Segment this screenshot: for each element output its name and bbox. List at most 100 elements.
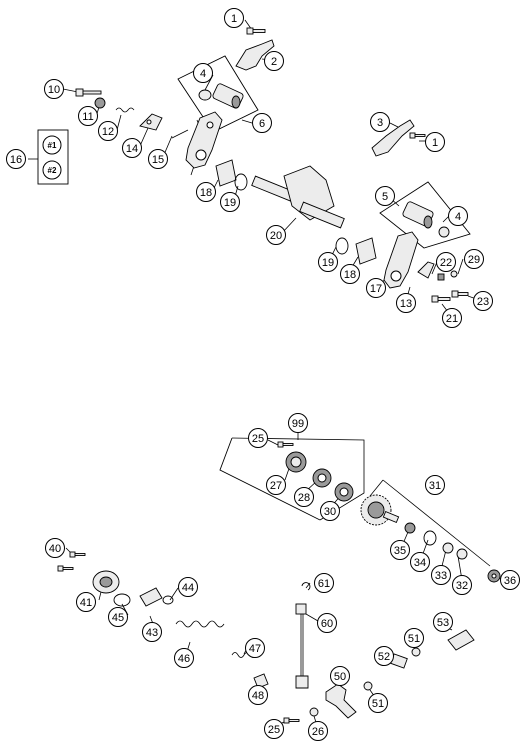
bushing-right-part xyxy=(355,237,377,265)
rod-60-part xyxy=(295,603,309,689)
svg-text:99: 99 xyxy=(292,418,304,430)
spring-46-part xyxy=(175,620,225,628)
callout-number: 10 xyxy=(44,79,64,99)
bolt-40-part xyxy=(57,551,86,572)
bushing-part xyxy=(215,159,237,187)
oring-45-part xyxy=(113,593,131,607)
callout-number: 26 xyxy=(308,721,328,741)
callout-number: 31 xyxy=(425,475,445,495)
callout-number: 99 xyxy=(288,413,308,433)
svg-text:25: 25 xyxy=(268,724,280,736)
svg-text:1: 1 xyxy=(231,13,237,25)
part-53 xyxy=(447,629,475,651)
svg-text:50: 50 xyxy=(334,671,346,683)
top-parts xyxy=(75,27,471,303)
callout-number: 5 xyxy=(375,186,395,206)
bolt-10-part xyxy=(75,88,102,97)
pin-15-part xyxy=(171,129,189,139)
svg-text:26: 26 xyxy=(312,726,324,738)
svg-text:13: 13 xyxy=(400,298,412,310)
svg-text:14: 14 xyxy=(126,143,138,155)
callout-number: 4 xyxy=(448,206,468,226)
svg-text:4: 4 xyxy=(455,211,461,223)
clip-61-part xyxy=(301,582,311,591)
callout-number: 1 xyxy=(224,8,244,28)
bolt-25-top-part xyxy=(277,441,294,448)
callout-number: 46 xyxy=(174,648,194,668)
callout-number: 50 xyxy=(330,666,350,686)
svg-text:3: 3 xyxy=(377,117,383,129)
bolt-part xyxy=(246,27,266,35)
bracket-part xyxy=(235,39,275,71)
svg-text:16: 16 xyxy=(10,154,22,166)
callout-number: 16 xyxy=(6,149,26,169)
svg-text:10: 10 xyxy=(48,84,60,96)
callout-number: 23 xyxy=(473,291,493,311)
callout-number: 6 xyxy=(252,113,272,133)
bolt-3-part xyxy=(409,132,426,139)
callout-number: 41 xyxy=(76,592,96,612)
lever-13-part xyxy=(417,261,435,279)
callout-number: 18 xyxy=(340,264,360,284)
callout-number: 22 xyxy=(436,252,456,272)
svg-text:25: 25 xyxy=(252,433,264,445)
callout-number: 13 xyxy=(396,293,416,313)
callout-number: 29 xyxy=(464,249,484,269)
gear-27-part xyxy=(285,451,307,473)
svg-text:44: 44 xyxy=(182,582,194,594)
callout-number: 48 xyxy=(248,685,268,705)
callout-number: 51 xyxy=(368,693,388,713)
callout-number: 35 xyxy=(390,540,410,560)
callout-number: 45 xyxy=(108,607,128,627)
svg-text:2: 2 xyxy=(271,56,277,68)
svg-text:53: 53 xyxy=(437,617,449,629)
callout-number: 3 xyxy=(370,112,390,132)
svg-text:60: 60 xyxy=(321,618,333,630)
svg-text:17: 17 xyxy=(370,283,382,295)
svg-text:19: 19 xyxy=(224,197,236,209)
svg-text:22: 22 xyxy=(440,257,452,269)
svg-text:36: 36 xyxy=(504,575,516,587)
oring-44-part xyxy=(162,595,174,605)
clip-48-part xyxy=(253,673,269,689)
bearing-28-part xyxy=(312,468,332,488)
lever-17-part xyxy=(383,231,419,289)
svg-text:48: 48 xyxy=(252,690,264,702)
solenoid-5-part xyxy=(402,201,450,238)
washer-33-part xyxy=(442,542,454,554)
svg-text:11: 11 xyxy=(82,111,93,123)
svg-text:29: 29 xyxy=(468,254,480,266)
nut-22-part xyxy=(437,273,445,281)
callout-number: 4 xyxy=(193,63,213,83)
callout-number: 19 xyxy=(220,192,240,212)
spring-12-part xyxy=(115,107,135,113)
svg-text:18: 18 xyxy=(344,269,356,281)
callout-number: 52 xyxy=(374,646,394,666)
washer-51-a-part xyxy=(411,647,421,657)
callout-number: 27 xyxy=(266,475,286,495)
callout-number: 43 xyxy=(142,622,162,642)
callout-number: 53 xyxy=(433,612,453,632)
callout-number: 61 xyxy=(314,573,334,593)
svg-text:52: 52 xyxy=(378,651,390,663)
svg-text:27: 27 xyxy=(270,480,282,492)
svg-text:#1: #1 xyxy=(48,141,57,150)
callout-number: 20 xyxy=(266,225,286,245)
washer-34-part xyxy=(423,530,437,546)
svg-text:47: 47 xyxy=(249,643,261,655)
svg-text:35: 35 xyxy=(394,545,406,557)
callout-number: 28 xyxy=(294,487,314,507)
exhaust-shaft-part xyxy=(251,165,345,229)
callout-number: 30 xyxy=(320,501,340,521)
callout-number: 12 xyxy=(98,121,118,141)
svg-text:43: 43 xyxy=(146,627,158,639)
svg-text:#2: #2 xyxy=(48,166,57,175)
callout-number: 32 xyxy=(452,575,472,595)
svg-text:31: 31 xyxy=(429,480,441,492)
callout-number: 47 xyxy=(245,638,265,658)
nut-11-part xyxy=(94,97,106,109)
svg-text:45: 45 xyxy=(112,612,124,624)
svg-text:1: 1 xyxy=(432,137,438,149)
